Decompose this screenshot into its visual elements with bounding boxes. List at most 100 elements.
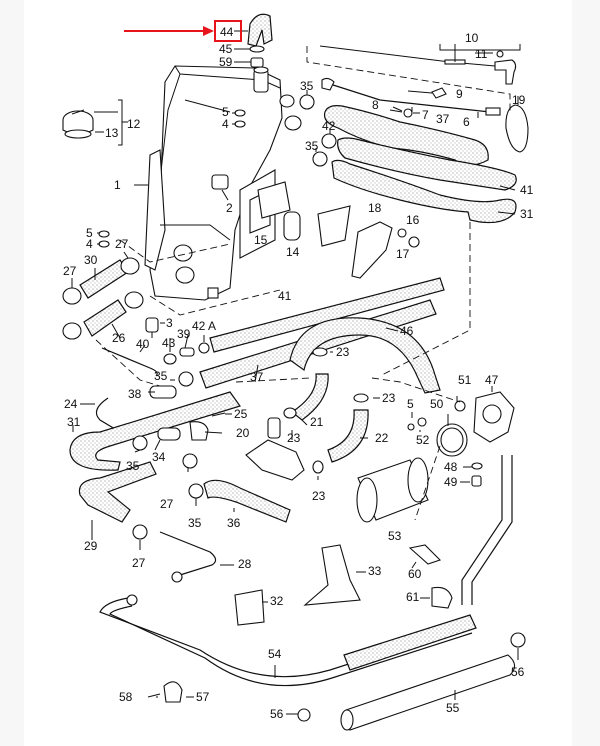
part-5-nut [234,109,246,117]
thermostat-housing [245,439,305,481]
part-23-clamp [312,347,328,357]
part-22-hose [327,409,369,463]
part-39-connector [179,347,195,357]
label-23: 23 [382,391,396,405]
label-56: 56 [511,665,525,679]
label-40: 40 [136,337,150,351]
label-4: 4 [222,117,229,131]
label-35: 35 [188,516,202,530]
label-58: 58 [119,690,133,704]
part-42-clamp [321,133,337,149]
label-23: 23 [287,431,301,445]
label-57: 57 [196,690,210,704]
part-17-washer [397,228,407,238]
part-12-filler-cap [62,109,94,139]
label-4: 4 [86,237,93,251]
label-5: 5 [86,226,93,240]
label-50: 50 [430,397,444,411]
label-43: 43 [162,336,176,350]
highlight-arrow-head [203,26,214,36]
part-41-hose-long [209,277,445,353]
label-48: 48 [444,460,458,474]
label-37: 37 [436,112,450,126]
label-49: 49 [444,475,458,489]
label-21: 21 [310,415,324,429]
label-30: 30 [84,253,98,267]
label-60: 60 [408,567,422,581]
label-14: 14 [286,245,300,259]
leader-lines [71,30,519,715]
label-18: 18 [368,201,382,215]
label-26: 26 [112,331,126,345]
part-46-hose [289,317,441,394]
label-6: 6 [463,115,470,129]
label-53: 53 [388,529,402,543]
label-27: 27 [115,237,129,251]
part-23-clamp [312,460,324,474]
label-12: 12 [127,117,141,131]
label-19: 19 [512,93,526,107]
part-18-bracket [351,221,393,279]
part-23-clamp [353,393,369,403]
bracket-plate [317,205,351,247]
part-14-filter [283,211,301,241]
part-25-bolt [211,412,226,417]
part-27-clamp [132,524,148,540]
label-59: 59 [219,55,233,69]
label-15: 15 [254,233,268,247]
part-4-washer [98,240,110,248]
part-labels: 44 45 59 10 11 12 13 35 9 8 7 6 19 37 42… [63,25,534,721]
part-49-plug [471,475,482,487]
oil-pipe-vertical [461,455,503,605]
part-27-clamp [182,453,198,469]
label-16: 16 [406,213,420,227]
label-42: 42 [322,119,336,133]
part-37-hose [323,105,489,166]
label-33: 33 [368,564,382,578]
label-52: 52 [416,433,430,447]
part-47-oil-thermostat [473,391,515,443]
part-54-hose-section [343,614,477,671]
part-32-bracket [234,589,265,626]
label-9: 9 [456,87,463,101]
part-2-mount [211,174,229,190]
part-9-bracket [431,87,447,99]
part-4-washer [234,120,246,128]
part-45-clamp [249,45,265,53]
part-15-gasket [257,181,291,219]
part-43-clamp [163,353,177,365]
label-42A: 42 A [192,319,216,333]
label-17: 17 [396,247,410,261]
part-42A-clamp [198,342,210,354]
part-60-bracket [408,544,442,565]
label-61: 61 [406,590,420,604]
part-54-pipe [99,597,471,678]
label-55: 55 [446,701,460,715]
part-44-elbow-hose [247,13,273,47]
part-27-clamp [124,291,144,309]
label-3: 3 [166,316,173,330]
part-34-hose [157,427,181,441]
part-31-hose [331,159,517,224]
part-35-clamp [132,435,148,451]
label-27: 27 [63,264,77,278]
part-31-hose-lower [69,391,241,471]
label-24: 24 [64,397,78,411]
part-61-clamp [431,586,453,609]
part-21-hose [290,373,329,421]
label-35: 35 [126,459,140,473]
part-16-nut [408,236,420,248]
label-56: 56 [270,707,284,721]
part-3-sender [145,317,159,333]
label-38: 38 [128,387,142,401]
part-33-bracket [303,544,361,606]
label-45: 45 [219,42,233,56]
label-35: 35 [300,79,314,93]
part-40-pipe [101,347,158,377]
label-37: 37 [250,370,264,384]
part-29-hose [78,461,157,523]
label-1: 1 [114,178,121,192]
part-48-seal [471,462,483,470]
label-29: 29 [84,539,98,553]
part-27-clamp [62,287,82,305]
